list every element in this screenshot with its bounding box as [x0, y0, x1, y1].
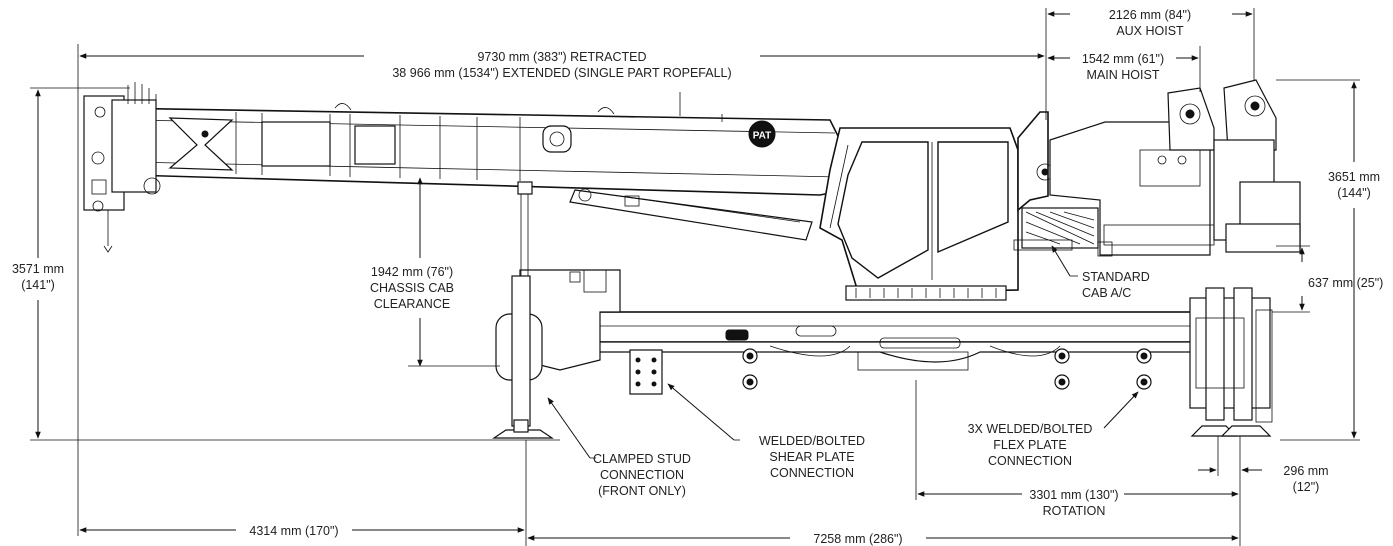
shear-plate	[629, 349, 663, 395]
dimension-labels: 2126 mm (84") AUX HOIST 1542 mm (61") MA…	[12, 8, 1383, 546]
rear-height-inch: (144")	[1337, 186, 1371, 200]
aux-hoist-label: AUX HOIST	[1116, 24, 1184, 38]
crane-illustration: PAT	[83, 79, 1301, 439]
flex-plate-label-3: CONNECTION	[988, 454, 1072, 468]
boom-retracted-length: 9730 mm (383") RETRACTED	[477, 50, 646, 64]
rear-offset-value: 637 mm (25")	[1308, 276, 1383, 290]
callout-labels: CLAMPED STUD CONNECTION (FRONT ONLY) WEL…	[593, 422, 1092, 498]
main-hoist-label: MAIN HOIST	[1087, 68, 1160, 82]
cab-clearance-value: 1942 mm (76")	[371, 265, 453, 279]
front-overhang-value: 4314 mm (170")	[249, 524, 338, 538]
shear-plate-label-1: WELDED/BOLTED	[759, 434, 865, 448]
cab-clearance-label-1: CHASSIS CAB	[370, 281, 454, 295]
rotation-value: 3301 mm (130")	[1029, 488, 1118, 502]
shear-plate-label-3: CONNECTION	[770, 466, 854, 480]
dimension-lines	[30, 8, 1360, 546]
overall-base-value: 7258 mm (286")	[813, 532, 902, 546]
superstructure	[845, 111, 1215, 301]
overall-height-value: 3571 mm	[12, 262, 64, 276]
callout-leaders	[547, 245, 1139, 459]
clamped-stud-label-3: (FRONT ONLY)	[598, 484, 686, 498]
aux-hoist-value: 2126 mm (84")	[1109, 8, 1191, 22]
boom-head	[83, 82, 161, 253]
clamped-stud-label-2: CONNECTION	[600, 468, 684, 482]
boom-extended-length: 38 966 mm (1534") EXTENDED (SINGLE PART …	[392, 66, 731, 80]
pat-badge-text: PAT	[753, 131, 772, 142]
front-outrigger	[492, 181, 621, 439]
cab-clearance-label-2: CLEARANCE	[374, 297, 450, 311]
operator-cab	[819, 127, 1099, 293]
flex-plate-label-2: FLEX PLATE	[993, 438, 1066, 452]
lift-cylinder	[569, 188, 813, 241]
pat-badge: PAT	[748, 120, 776, 148]
carrier-frame	[559, 311, 1193, 371]
clamped-stud-label-1: CLAMPED STUD	[593, 452, 691, 466]
standard-ac-label-2: CAB A/C	[1082, 286, 1131, 300]
overall-height-inch: (141")	[21, 278, 55, 292]
rear-outrigger-value: 296 mm	[1283, 464, 1328, 478]
hoist-winches	[1167, 79, 1301, 253]
rotation-label: ROTATION	[1043, 504, 1106, 518]
flex-plate-connections	[742, 348, 1152, 390]
flex-plate-label-1: 3X WELDED/BOLTED	[968, 422, 1093, 436]
standard-ac-label-1: STANDARD	[1082, 270, 1150, 284]
telescopic-boom	[109, 92, 846, 196]
rear-height-value: 3651 mm	[1328, 170, 1380, 184]
main-hoist-value: 1542 mm (61")	[1082, 52, 1164, 66]
shear-plate-label-2: SHEAR PLATE	[769, 450, 854, 464]
rear-outriggers	[1189, 287, 1273, 437]
rear-outrigger-inch: (12")	[1293, 480, 1320, 494]
